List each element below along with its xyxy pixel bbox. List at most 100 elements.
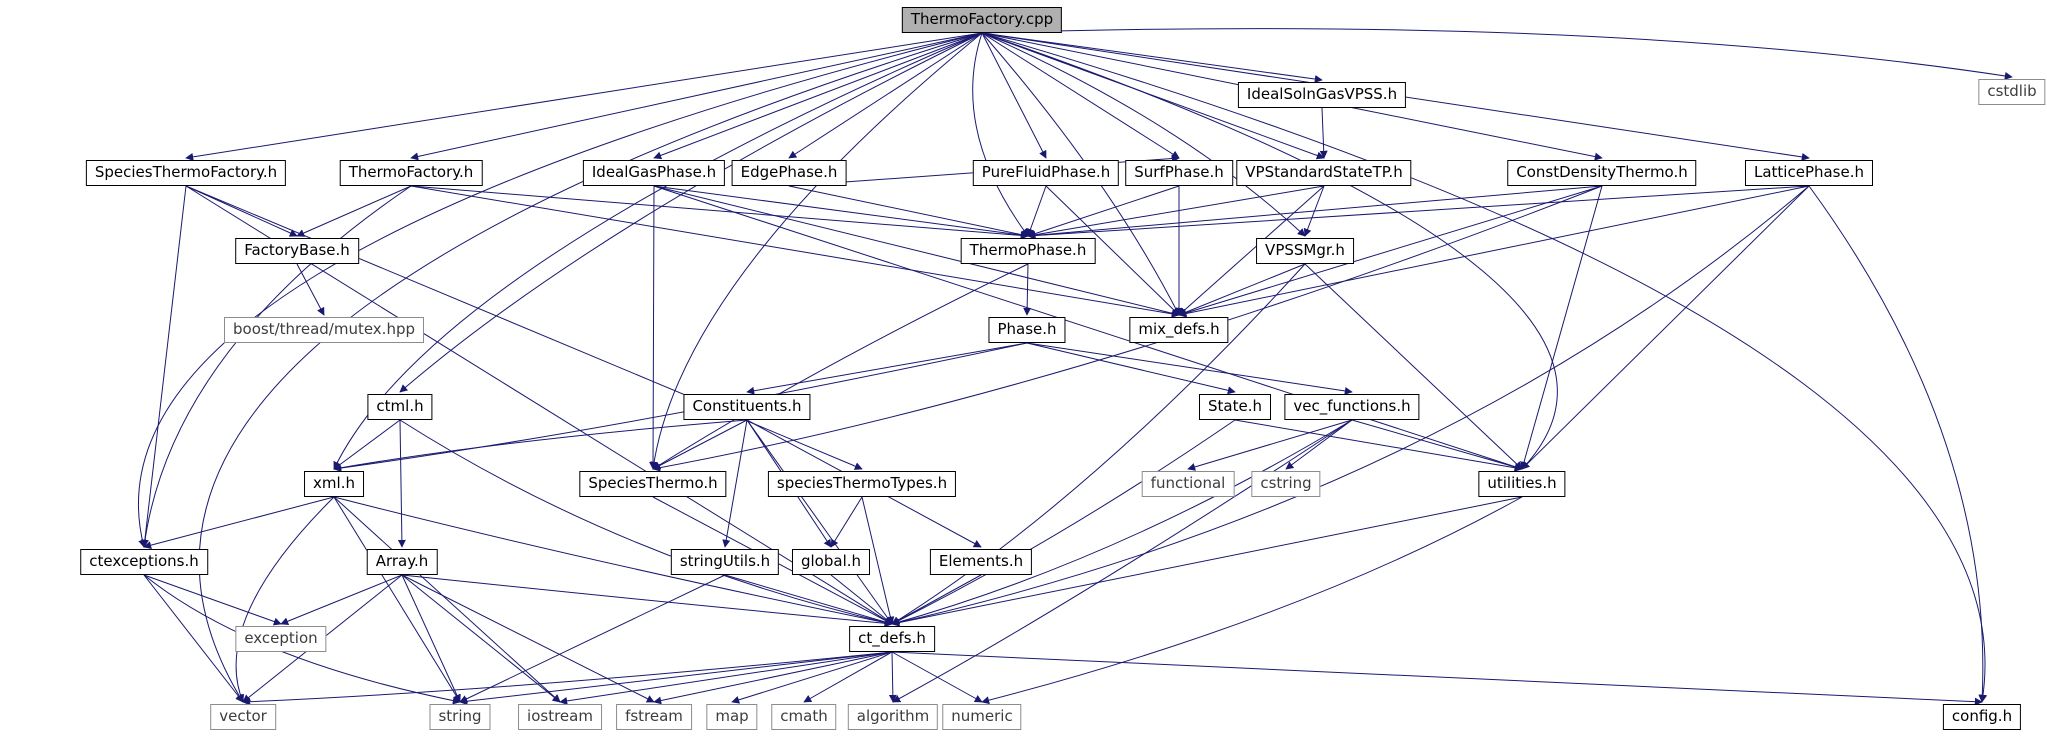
node-constituents[interactable]: Constituents.h xyxy=(683,394,811,421)
edge-ctdefs-fstream xyxy=(653,651,893,705)
node-igp[interactable]: IdealGasPhase.h xyxy=(582,160,726,187)
edge-tf-fb xyxy=(296,185,412,237)
node-state[interactable]: State.h xyxy=(1199,394,1271,421)
edge-array-ctdefs xyxy=(401,574,893,628)
edge-state-utilities xyxy=(1234,419,1523,472)
edge-tp-spthermo xyxy=(652,263,1029,470)
node-edgephase[interactable]: EdgePhase.h xyxy=(731,160,847,187)
node-fb[interactable]: FactoryBase.h xyxy=(235,238,359,265)
node-ctex[interactable]: ctexceptions.h xyxy=(80,549,208,576)
node-tf[interactable]: ThermoFactory.h xyxy=(339,160,483,187)
node-surf[interactable]: SurfPhase.h xyxy=(1125,160,1233,187)
edge-utilities-ctdefs xyxy=(891,496,1523,627)
edge-phase-xml xyxy=(333,342,1028,472)
edge-igp-tp xyxy=(653,185,1029,240)
node-stf[interactable]: SpeciesThermoFactory.h xyxy=(85,160,287,187)
edge-ctdefs-vector xyxy=(242,651,893,706)
node-vecfn[interactable]: vec_functions.h xyxy=(1284,394,1420,421)
edge-stf-fb xyxy=(185,185,298,237)
edge-ctml-array xyxy=(397,419,406,548)
node-array[interactable]: Array.h xyxy=(366,549,438,576)
node-global[interactable]: global.h xyxy=(791,549,871,576)
node-cdt[interactable]: ConstDensityThermo.h xyxy=(1507,160,1697,187)
edge-ctdefs-iostream xyxy=(559,651,893,705)
edge-xml-string xyxy=(333,496,461,703)
edge-surf-tp xyxy=(1027,185,1180,238)
edge-root-surf xyxy=(981,32,1180,159)
node-iostream: iostream xyxy=(518,704,602,731)
edge-xml-ctdefs xyxy=(333,496,893,627)
edge-sttypes-ctdefs xyxy=(861,496,895,625)
edge-state-ctdefs xyxy=(891,419,1236,625)
edge-igp-utilities xyxy=(653,185,1523,471)
node-sttypes[interactable]: speciesThermoTypes.h xyxy=(767,471,957,498)
edge-strutils-ctdefs xyxy=(724,574,893,626)
edge-global-ctdefs xyxy=(830,574,893,625)
node-ctdefs[interactable]: ct_defs.h xyxy=(849,626,935,653)
edge-constituents-spthermo xyxy=(652,419,748,470)
node-string: string xyxy=(429,704,491,731)
edge-array-string xyxy=(401,574,461,703)
node-vector: vector xyxy=(210,704,276,731)
edge-ctex-exception xyxy=(143,574,282,626)
edge-tf-mix xyxy=(410,185,1180,318)
edge-tp-phase xyxy=(1023,263,1032,316)
node-lattice[interactable]: LatticePhase.h xyxy=(1744,160,1874,187)
edge-root-ctex xyxy=(138,32,983,548)
edge-root-idealsolngas xyxy=(981,32,1323,83)
edge-stf-ctex xyxy=(140,185,187,548)
edge-root-vpssmgr xyxy=(981,32,1306,237)
edge-constituents-xml xyxy=(333,419,748,472)
edge-cdt-tp xyxy=(1027,185,1603,240)
edge-ctdefs-numeric xyxy=(891,651,983,703)
node-exception: exception xyxy=(235,626,327,653)
edge-lattice-utilities xyxy=(1521,185,1810,470)
edge-root-edgephase xyxy=(788,32,983,159)
edge-phase-vecfn xyxy=(1026,342,1353,395)
edge-vpssmgr-ctdefs xyxy=(891,263,1306,625)
node-config[interactable]: config.h xyxy=(1942,704,2022,731)
node-ctml[interactable]: ctml.h xyxy=(367,394,433,421)
edge-array-fstream xyxy=(401,574,655,703)
edge-edgephase-tp xyxy=(788,185,1029,239)
edge-vpssmgr-mix xyxy=(1178,263,1306,317)
edge-phase-constituents xyxy=(746,342,1028,395)
node-map: map xyxy=(706,704,758,731)
node-tp[interactable]: ThermoPhase.h xyxy=(960,238,1096,265)
node-utilities[interactable]: utilities.h xyxy=(1478,471,1566,498)
node-fstream: fstream xyxy=(616,704,692,731)
node-root[interactable]: ThermoFactory.cpp xyxy=(901,7,1063,34)
node-strutils[interactable]: stringUtils.h xyxy=(670,549,780,576)
edge-xml-iostream xyxy=(333,496,561,703)
node-elements[interactable]: Elements.h xyxy=(929,549,1033,576)
node-phase[interactable]: Phase.h xyxy=(988,317,1066,344)
edge-root-tp xyxy=(972,32,1029,237)
edge-root-config xyxy=(981,32,1988,703)
edge-phase-state xyxy=(1026,342,1236,395)
edge-lattice-ctdefs xyxy=(891,185,1810,627)
edge-vecfn-functional xyxy=(1187,419,1353,471)
node-xml[interactable]: xml.h xyxy=(304,471,364,498)
edge-root-stf xyxy=(185,32,983,161)
edge-fb-boost xyxy=(296,263,325,316)
node-idealsolngas[interactable]: IdealSolnGasVPSS.h xyxy=(1237,82,1407,109)
edge-cdt-utilities xyxy=(1520,185,1603,470)
node-mix[interactable]: mix_defs.h xyxy=(1129,317,1229,344)
edge-ctml-xml xyxy=(333,419,401,470)
node-pfp[interactable]: PureFluidPhase.h xyxy=(972,160,1120,187)
edge-lattice-config xyxy=(1808,185,1987,703)
edge-group xyxy=(138,28,2013,706)
edge-root-vector xyxy=(198,32,983,703)
edge-pfp-tp xyxy=(1026,185,1047,237)
node-vpssmgr[interactable]: VPSSMgr.h xyxy=(1256,238,1354,265)
edge-root-utilities xyxy=(981,32,1558,470)
edge-root-igp xyxy=(653,32,983,160)
edge-root-pfp xyxy=(981,32,1047,159)
node-spthermo[interactable]: SpeciesThermo.h xyxy=(579,471,727,498)
edge-root-ctml xyxy=(399,32,983,393)
edge-vpstp-mix xyxy=(1178,185,1325,316)
node-vpstp[interactable]: VPStandardStateTP.h xyxy=(1236,160,1412,187)
edge-vpssmgr-utilities xyxy=(1304,263,1523,470)
